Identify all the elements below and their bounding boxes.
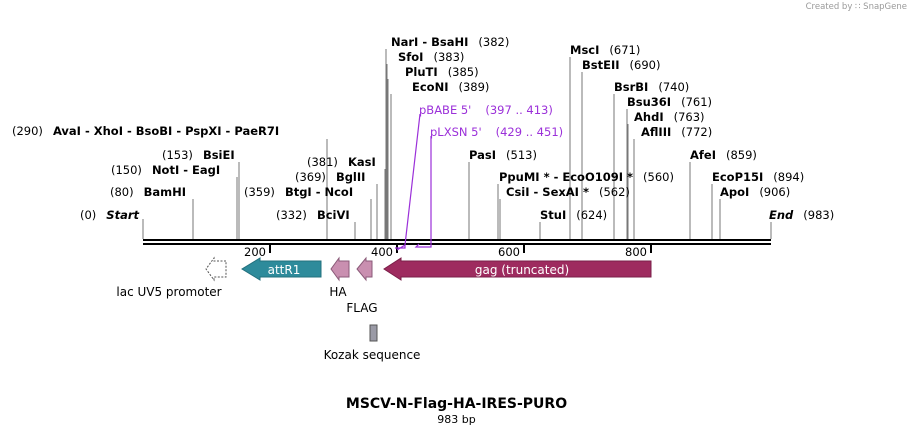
site-bsu36i[interactable]: Bsu36I(761) — [627, 95, 712, 109]
site-kasi[interactable]: (381)KasI — [307, 155, 376, 169]
ha-tag-arrow[interactable] — [330, 256, 350, 282]
site-econi[interactable]: EcoNI(389) — [412, 80, 489, 94]
site-bsteii[interactable]: BstEII(690) — [582, 58, 660, 72]
site-noti-eagi[interactable]: (150)NotI - EagI — [111, 163, 220, 177]
ruler: 200 400 600 800 — [244, 244, 652, 259]
site-bsiei[interactable]: (153)BsiEI — [162, 148, 235, 162]
site-leader-lines — [142, 49, 772, 239]
primer-pbabe-label[interactable]: pBABE 5'(397 .. 413) — [419, 103, 553, 117]
site-pluti[interactable]: PluTI(385) — [405, 65, 479, 79]
attr1-label[interactable]: attR1 — [268, 263, 301, 277]
site-btgi-ncoi[interactable]: (359)BtgI - NcoI — [244, 185, 353, 199]
site-nari-bsahi[interactable]: NarI - BsaHI(382) — [391, 35, 509, 49]
site-apoi[interactable]: ApoI(906) — [720, 185, 790, 199]
features: lac UV5 promoter attR1 HA FLAG gag (trun… — [116, 256, 652, 362]
site-start[interactable]: (0)Start — [80, 208, 140, 222]
flag-tag-arrow[interactable] — [356, 256, 373, 282]
site-stui[interactable]: StuI(624) — [540, 208, 607, 222]
site-bamhi[interactable]: (80)BamHI — [110, 185, 186, 199]
site-avai-group[interactable]: (290)AvaI - XhoI - BsoBI - PspXI - PaeR7… — [12, 124, 279, 138]
site-csii-sexai[interactable]: CsiI - SexAI *(562) — [506, 185, 630, 199]
gag-label[interactable]: gag (truncated) — [475, 263, 569, 277]
ruler-label-200: 200 — [244, 245, 266, 259]
primer-plxsn-arrow[interactable] — [414, 136, 432, 248]
lac-uv5-promoter-label[interactable]: lac UV5 promoter — [116, 285, 221, 299]
kozak-sequence-box[interactable] — [369, 324, 378, 342]
gag-arrow[interactable] — [383, 257, 652, 281]
primer-plxsn-label[interactable]: pLXSN 5'(429 .. 451) — [430, 125, 563, 139]
primers: pBABE 5'(397 .. 413) pLXSN 5'(429 .. 451… — [395, 103, 563, 251]
plasmid-title: MSCV-N-Flag-HA-IRES-PURO — [345, 396, 568, 412]
lac-uv5-promoter-arrow[interactable] — [205, 256, 227, 282]
restriction-site-labels: (0)Start (80)BamHI (150)NotI - EagI (153… — [12, 35, 834, 222]
site-pasi[interactable]: PasI(513) — [469, 148, 537, 162]
site-afliii[interactable]: AflIII(772) — [641, 125, 712, 139]
site-msci[interactable]: MscI(671) — [570, 43, 640, 57]
site-bcivi[interactable]: (332)BciVI — [276, 208, 350, 222]
flag-tag-label[interactable]: FLAG — [346, 301, 377, 315]
site-bsrbi[interactable]: BsrBI(740) — [614, 80, 689, 94]
site-sfoi[interactable]: SfoI(383) — [398, 50, 464, 64]
site-afei[interactable]: AfeI(859) — [690, 148, 757, 162]
site-ahdi[interactable]: AhdI(763) — [634, 110, 705, 124]
ruler-label-600: 600 — [498, 245, 520, 259]
ha-tag-label[interactable]: HA — [329, 285, 347, 299]
site-ppumi-ecoo109i[interactable]: PpuMI * - EcoO109I *(560) — [499, 170, 674, 184]
plasmid-length: 983 bp — [437, 413, 476, 426]
ruler-label-400: 400 — [371, 245, 393, 259]
kozak-sequence-label[interactable]: Kozak sequence — [324, 348, 421, 362]
site-bglii[interactable]: (369)BglII — [295, 170, 365, 184]
snapgene-credit: Created by ∷ SnapGene — [805, 2, 907, 12]
ruler-label-800: 800 — [625, 245, 647, 259]
primer-pbabe-arrow[interactable] — [395, 113, 421, 251]
attr1-arrow[interactable] — [241, 257, 322, 281]
site-end[interactable]: End(983) — [769, 208, 834, 222]
site-ecop15i[interactable]: EcoP15I(894) — [712, 170, 804, 184]
